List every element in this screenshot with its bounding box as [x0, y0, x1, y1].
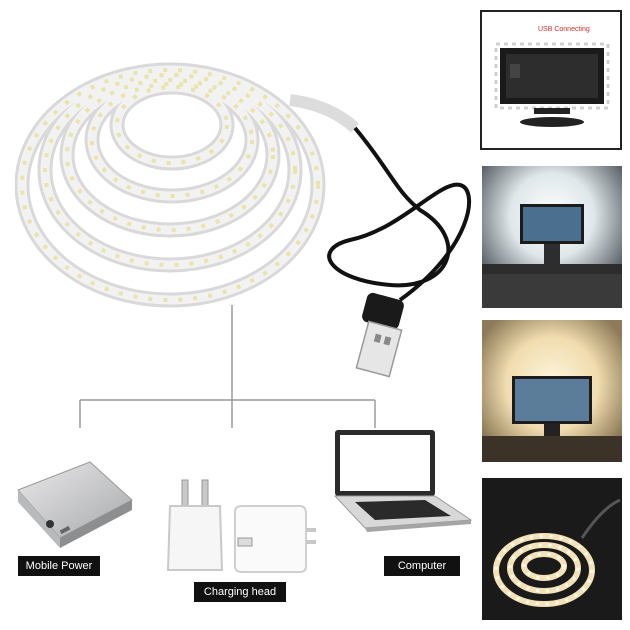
mobile-power-label: Mobile Power	[18, 556, 100, 576]
charging-head-icon	[166, 479, 316, 573]
led-strip-reel-icon	[15, 62, 472, 378]
tv-usb-panel: USB Connecting	[480, 10, 622, 150]
tv-icon	[494, 42, 610, 127]
cool-light-panel	[482, 166, 622, 308]
connector-lines	[79, 305, 376, 428]
usb-cable-icon	[327, 126, 472, 378]
charging-head-label: Charging head	[194, 582, 286, 602]
usb-connecting-label: USB Connecting	[538, 26, 590, 33]
laptop-icon	[333, 430, 473, 532]
power-bank-icon	[17, 461, 133, 548]
computer-label: Computer	[384, 556, 460, 576]
warm-strip-panel	[482, 478, 622, 620]
warm-light-panel	[482, 320, 622, 462]
